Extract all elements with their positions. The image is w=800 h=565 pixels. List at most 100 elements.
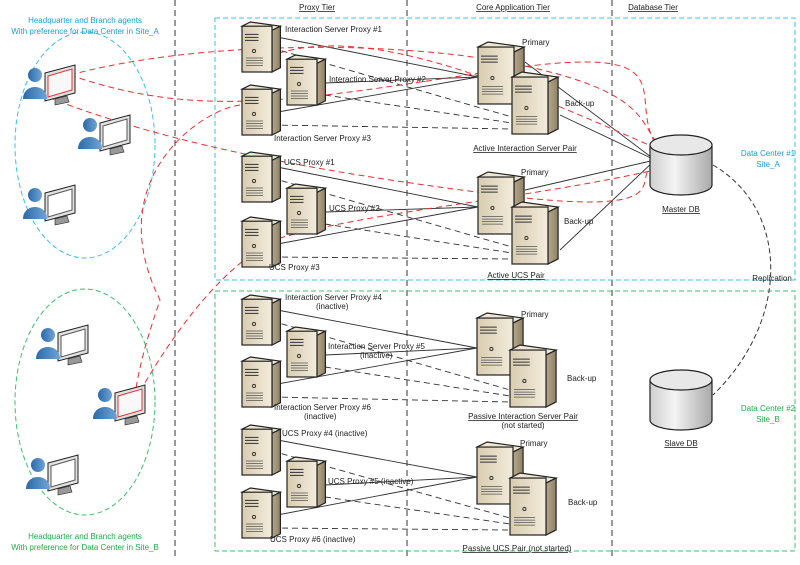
site-b-label-2: With preference for Data Center in Site_… bbox=[11, 543, 159, 552]
replication-link bbox=[712, 164, 772, 396]
backup-link bbox=[324, 496, 511, 525]
ucs-proxy-2-server-icon bbox=[285, 183, 328, 235]
dc2-site: Site_B bbox=[756, 415, 780, 424]
is-proxy-2-server-icon bbox=[285, 54, 328, 106]
backup-link bbox=[324, 366, 511, 397]
datacenter-1-box bbox=[214, 17, 796, 281]
ucs-proxy-4-label: UCS Proxy #4 (inactive) bbox=[282, 429, 368, 438]
agent-connection bbox=[69, 46, 656, 141]
is-proxy-6-server-icon bbox=[240, 356, 283, 408]
active-is-backup-label: Back-up bbox=[565, 99, 595, 108]
is-proxy-4-label: Interaction Server Proxy #4 bbox=[285, 293, 382, 302]
ucs-proxy-6-server-icon bbox=[240, 487, 283, 539]
ucs-proxy-3-label: UCS Proxy #3 bbox=[269, 263, 320, 272]
backup-link bbox=[271, 124, 513, 130]
active-ucs-backup-label: Back-up bbox=[564, 217, 594, 226]
ucs-proxy-3-server-icon bbox=[240, 216, 283, 268]
is-proxy-5-server-icon bbox=[285, 326, 328, 378]
is-proxy-6-status: (inactive) bbox=[304, 412, 337, 421]
agent-workstation-icon bbox=[23, 64, 76, 106]
is-proxy-1-label: Interaction Server Proxy #1 bbox=[285, 25, 382, 34]
is-proxy-6-label: Interaction Server Proxy #6 bbox=[274, 403, 371, 412]
db-link bbox=[559, 159, 656, 251]
active-is-pair-label: Active Interaction Server Pair bbox=[473, 144, 577, 153]
db-tier-heading: Database Tier bbox=[628, 3, 678, 12]
db-link bbox=[559, 114, 656, 161]
ucs-proxy-1-label: UCS Proxy #1 bbox=[284, 158, 335, 167]
backup-link bbox=[271, 256, 513, 260]
master-db-icon bbox=[649, 134, 713, 196]
is-proxy-4-server-icon bbox=[240, 294, 283, 346]
active-is-backup-server-icon bbox=[510, 71, 561, 135]
dc2-label: Data Center #2 bbox=[741, 404, 796, 413]
backup-link bbox=[324, 223, 513, 254]
primary-link bbox=[271, 206, 479, 246]
is-proxy-3-label: Interaction Server Proxy #3 bbox=[274, 134, 371, 143]
replication-label: Replication bbox=[752, 274, 792, 283]
background-layer bbox=[14, 0, 796, 560]
primary-link bbox=[271, 438, 478, 478]
primary-link bbox=[324, 76, 479, 84]
primary-link bbox=[271, 347, 478, 386]
datacenter-2-box bbox=[214, 290, 796, 552]
site-a-agents-group bbox=[14, 31, 156, 259]
ucs-proxy-6-label: UCS Proxy #6 (inactive) bbox=[270, 535, 356, 544]
dc1-label: Data Center #1 bbox=[741, 149, 796, 158]
site-b-label: Headquarter and Branch agents bbox=[28, 532, 142, 541]
ucs-proxy-5-server-icon bbox=[285, 456, 328, 508]
passive-is-backup-server-icon bbox=[508, 344, 559, 408]
passive-is-primary-label: Primary bbox=[521, 310, 549, 319]
active-ucs-pair-label: Active UCS Pair bbox=[487, 271, 545, 280]
site-b-agents-group bbox=[14, 288, 156, 516]
is-proxy-1-server-icon bbox=[240, 21, 283, 73]
primary-link bbox=[271, 165, 479, 208]
agent-workstation-icon bbox=[23, 184, 76, 226]
slave-db-label: Slave DB bbox=[664, 439, 697, 448]
site-a-label: Headquarter and Branch agents bbox=[28, 16, 142, 25]
site-a-label-2: With preference for Data Center in Site_… bbox=[11, 27, 159, 36]
agent-workstation-icon bbox=[78, 114, 131, 156]
is-proxy-5-label: Interaction Server Proxy #5 bbox=[328, 342, 425, 351]
passive-ucs-backup-label: Back-up bbox=[568, 498, 598, 507]
passive-is-status: (not started) bbox=[501, 421, 544, 430]
primary-link bbox=[271, 35, 479, 78]
db-link bbox=[524, 159, 656, 191]
proxy-tier-heading: Proxy Tier bbox=[299, 3, 335, 12]
passive-is-pair-label: Passive Interaction Server Pair bbox=[468, 412, 578, 421]
passive-is-backup-label: Back-up bbox=[567, 374, 597, 383]
primary-link bbox=[324, 206, 479, 213]
agent-connection bbox=[134, 104, 241, 396]
master-db-label: Master DB bbox=[662, 205, 700, 214]
ucs-proxy-4-server-icon bbox=[240, 424, 283, 476]
is-proxy-4-status: (inactive) bbox=[316, 302, 349, 311]
is-proxy-5-status: (inactive) bbox=[360, 351, 393, 360]
slave-db-icon bbox=[649, 369, 713, 431]
ucs-proxy-5-label: UCS Proxy #5 (inactive) bbox=[328, 477, 414, 486]
dc1-site: Site_A bbox=[756, 160, 780, 169]
primary-link bbox=[271, 476, 478, 517]
backup-link bbox=[324, 94, 513, 124]
active-ucs-primary-label: Primary bbox=[521, 168, 549, 177]
backup-link bbox=[271, 396, 511, 403]
active-is-primary-label: Primary bbox=[522, 38, 550, 47]
passive-is-primary-server-icon bbox=[475, 312, 526, 376]
is-proxy-2-label: Interaction Server Proxy #2 bbox=[329, 75, 426, 84]
agent-connection bbox=[134, 169, 656, 401]
primary-link bbox=[271, 308, 478, 349]
passive-ucs-pair-label: Passive UCS Pair (not started) bbox=[463, 544, 572, 553]
active-ucs-backup-server-icon bbox=[510, 201, 561, 265]
is-proxy-3-server-icon bbox=[240, 84, 283, 136]
primary-link bbox=[271, 76, 479, 114]
primary-link bbox=[324, 347, 478, 356]
passive-ucs-primary-label: Primary bbox=[520, 439, 548, 448]
passive-ucs-backup-server-icon bbox=[508, 472, 559, 536]
agent-workstation-icon bbox=[36, 324, 89, 366]
core-tier-heading: Core Application Tier bbox=[476, 3, 550, 12]
agent-workstation-icon bbox=[26, 454, 79, 496]
primary-link bbox=[324, 476, 478, 486]
agent-connection bbox=[259, 45, 661, 151]
ucs-proxy-2-label: UCS Proxy #2 bbox=[329, 204, 380, 213]
ucs-proxy-1-server-icon bbox=[240, 151, 283, 203]
agent-workstation-icon bbox=[93, 384, 146, 426]
